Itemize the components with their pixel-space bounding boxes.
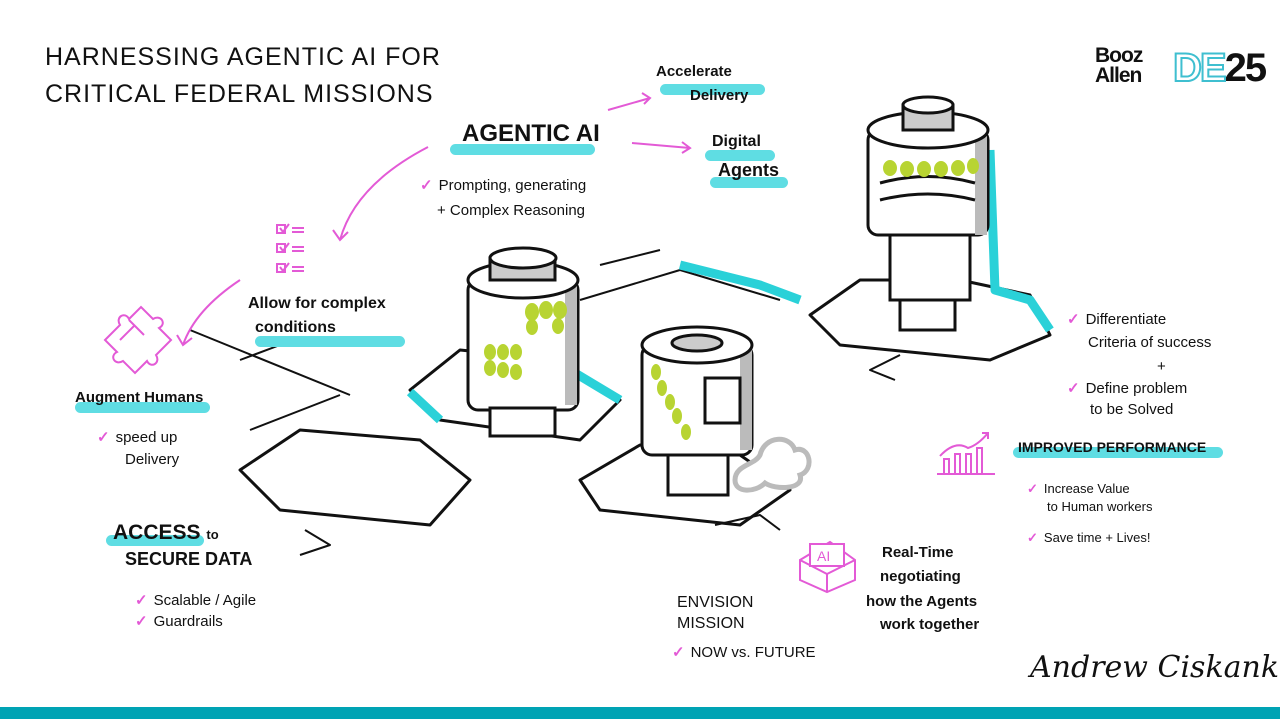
bar-chart-up-icon xyxy=(937,432,995,475)
augment-heading: Augment Humans xyxy=(75,389,204,406)
realtime-line: how the Agents xyxy=(866,593,978,610)
ai-envelope-icon xyxy=(799,540,856,594)
agent-cylinder-middle xyxy=(640,325,812,497)
complex-conditions-line1: Allow for complex xyxy=(248,295,386,312)
hex-tile-edge xyxy=(189,249,901,556)
criteria-bullet: ✓Define problem xyxy=(1067,380,1188,397)
performance-heading: IMPROVED PERFORMANCE xyxy=(1018,439,1207,455)
access-heading: ACCESS to xyxy=(113,521,219,544)
access-bullet: ✓Scalable / Agile xyxy=(135,592,257,609)
criteria-bullet-cont: to be Solved xyxy=(1090,401,1174,418)
realtime-line: Real-Time xyxy=(882,544,954,561)
criteria-bullet-cont: Criteria of success xyxy=(1088,334,1212,351)
accelerate-label-line2: Delivery xyxy=(690,87,749,104)
performance-bullet: ✓Increase Value xyxy=(1027,481,1130,496)
smoke-cloud xyxy=(732,436,812,493)
performance-bullet: ✓Save time + Lives! xyxy=(1027,530,1151,545)
arrow-to-checklist xyxy=(332,146,429,242)
tile-shadow xyxy=(406,149,1054,424)
digital-agents-line1: Digital xyxy=(712,133,761,150)
artist-signature: Andrew Ciskank xyxy=(1030,650,1280,685)
de25-logo: DE25 xyxy=(1172,46,1267,90)
hex-tile xyxy=(238,428,472,527)
access-bullet: ✓Guardrails xyxy=(135,613,223,630)
complex-conditions-line2: conditions xyxy=(255,319,336,336)
ai-icon-label: AI xyxy=(817,548,830,564)
digital-agents-line2: Agents xyxy=(718,160,780,180)
hex-tile xyxy=(578,443,792,527)
footer-bar xyxy=(0,707,1280,719)
arrow-to-puzzle xyxy=(176,279,241,347)
performance-bullet-cont: to Human workers xyxy=(1047,499,1153,514)
page-title-line2: CRITICAL FEDERAL MISSIONS xyxy=(45,80,434,108)
augment-bullet-cont: Delivery xyxy=(125,451,180,468)
agent-tower-right xyxy=(866,95,990,332)
realtime-line: negotiating xyxy=(880,568,961,585)
agent-cylinder-left xyxy=(466,246,580,438)
puzzle-icon xyxy=(103,305,173,375)
envision-line1: ENVISION xyxy=(677,594,754,611)
arrows xyxy=(176,92,692,347)
criteria-plus: + xyxy=(1157,358,1166,375)
criteria-bullet: ✓Differentiate xyxy=(1067,311,1167,328)
accelerate-label-line1: Accelerate xyxy=(656,63,732,80)
arrow-to-accelerate xyxy=(607,92,652,111)
envision-line2: MISSION xyxy=(677,615,745,632)
agentic-ai-bullet-cont: + Complex Reasoning xyxy=(437,202,586,219)
agentic-ai-heading: AGENTIC AI xyxy=(462,120,600,147)
checklist-icon xyxy=(276,223,304,273)
augment-bullet: ✓speed up xyxy=(97,429,178,446)
envision-bullet: ✓NOW vs. FUTURE xyxy=(672,644,816,661)
agentic-ai-bullet: ✓Prompting, generating xyxy=(420,177,587,194)
page-title-line1: HARNESSING AGENTIC AI FOR xyxy=(45,43,441,71)
arrow-to-digital-agents xyxy=(631,141,692,154)
realtime-line: work together xyxy=(880,616,980,633)
secure-data-heading: SECURE DATA xyxy=(125,549,253,569)
